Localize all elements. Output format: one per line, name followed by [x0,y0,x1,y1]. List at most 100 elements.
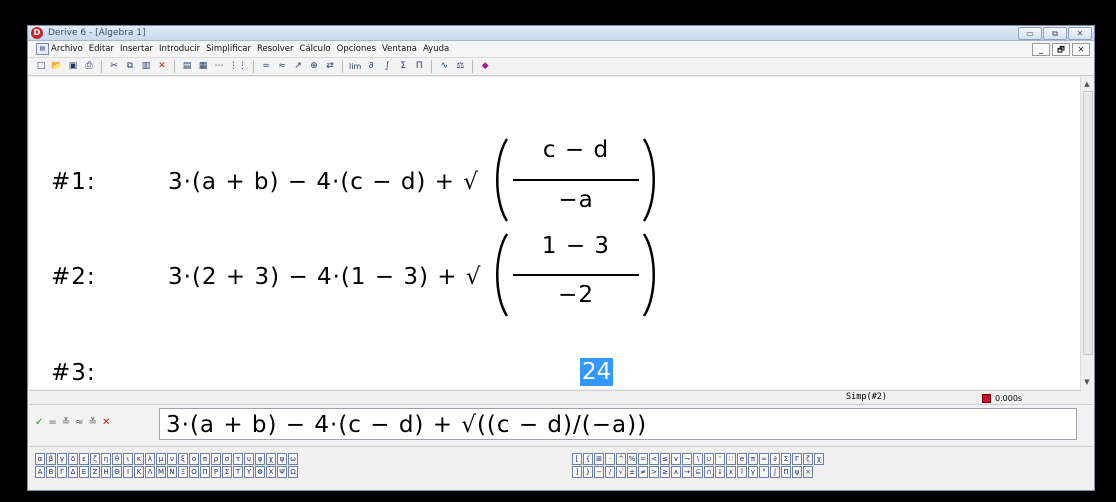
expression-label-3[interactable]: #3: [51,360,96,386]
zoom-icon[interactable]: ⊕ [310,61,318,71]
cancel-entry-button[interactable]: ✕ [101,417,111,428]
menu-opciones[interactable]: Opciones [336,44,377,54]
greek-symbol-button[interactable]: κ [134,453,144,465]
greek-symbol-button[interactable]: η [101,453,111,465]
menu-calculo[interactable]: Cálculo [299,44,331,54]
math-symbol-button[interactable]: = [638,453,648,465]
math-symbol-button[interactable]: ∂ [770,453,780,465]
expression-label-1[interactable]: #1: [51,169,96,195]
greek-symbol-button[interactable]: φ [255,453,265,465]
text-object-icon[interactable]: ▦ [198,61,208,71]
greek-symbol-button[interactable]: υ [244,453,254,465]
close-button[interactable]: ✕ [1068,27,1092,40]
math-symbol-button[interactable]: ζ [803,453,813,465]
greek-symbol-button[interactable]: ψ [277,453,287,465]
menu-resolver[interactable]: Resolver [257,44,294,54]
vertical-scrollbar[interactable]: ▲ ▼ [1080,77,1094,389]
math-symbol-button[interactable]: ' [715,453,725,465]
greek-symbol-button[interactable]: ζ [90,453,100,465]
plot-2d-icon[interactable]: ↗ [294,61,302,71]
greek-symbol-button[interactable]: σ [222,453,232,465]
math-symbol-button[interactable]: ≤ [660,453,670,465]
greek-symbol-button[interactable]: Ε [79,466,89,478]
math-symbol-button[interactable]: ∞ [759,453,769,465]
greek-symbol-button[interactable]: Γ [57,466,67,478]
author-simplify-button[interactable]: ≚ [61,417,71,428]
simplify-button[interactable]: = [48,417,57,428]
greek-symbol-button[interactable]: τ [233,453,243,465]
document-icon[interactable]: ▤ [36,43,49,55]
approximate-icon[interactable]: ≈ [278,61,286,71]
greek-symbol-button[interactable]: Ν [167,466,177,478]
taylor-icon[interactable]: ∿ [440,61,449,71]
vector-icon[interactable]: ⋯ [214,61,224,71]
math-symbol-button[interactable]: · [605,453,615,465]
expression-1-body[interactable]: 3·(a + b) − 4·(c − d) + √ [168,169,479,195]
menu-ventana[interactable]: Ventana [382,44,417,54]
math-symbol-button[interactable]: × [803,466,813,478]
greek-symbol-button[interactable]: Α [35,466,45,478]
greek-symbol-button[interactable]: Ω [288,466,298,478]
math-symbol-button[interactable]: ⊞ [594,453,604,465]
derive-app-icon[interactable]: D [31,27,43,39]
maximize-button[interactable]: ⧉ [1043,27,1067,40]
greek-symbol-button[interactable]: Φ [255,466,265,478]
author-approximate-button[interactable]: ≚ [88,417,97,428]
math-symbol-button[interactable]: ∧ [671,466,681,478]
stop-icon[interactable] [982,394,991,403]
math-symbol-button[interactable]: { [583,453,593,465]
math-symbol-button[interactable]: î [737,466,747,478]
solve-icon[interactable]: ⚖ [456,61,465,71]
plot-3d-icon[interactable]: ◆ [481,61,489,71]
greek-symbol-button[interactable]: ε [79,453,89,465]
greek-symbol-button[interactable]: μ [156,453,166,465]
greek-symbol-button[interactable]: π [200,453,210,465]
math-symbol-button[interactable]: Γ [792,453,802,465]
greek-symbol-button[interactable]: Κ [134,466,144,478]
delete-icon[interactable]: ✕ [158,61,166,71]
integral-icon[interactable]: ∫ [384,61,390,71]
greek-symbol-button[interactable]: ξ [178,453,188,465]
math-symbol-button[interactable]: ⊆ [693,466,703,478]
approximate-button[interactable]: ≈ [75,417,84,428]
math-symbol-button[interactable]: ∫ [770,466,780,478]
greek-symbol-button[interactable]: ι [123,453,133,465]
math-symbol-button[interactable]: e [737,453,747,465]
math-symbol-button[interactable]: \ [693,453,703,465]
math-symbol-button[interactable]: ∨ [671,453,681,465]
greek-symbol-button[interactable]: Ρ [211,466,221,478]
scroll-down-icon[interactable]: ▼ [1084,378,1090,386]
greek-symbol-button[interactable]: α [35,453,45,465]
greek-symbol-button[interactable]: Σ [222,466,232,478]
new-icon[interactable]: □ [36,61,46,71]
greek-symbol-button[interactable]: Ι [123,466,133,478]
greek-symbol-button[interactable]: β [46,453,56,465]
menu-ayuda[interactable]: Ayuda [422,44,450,54]
derivative-icon[interactable]: ∂ [368,61,374,71]
math-symbol-button[interactable]: γ [748,466,758,478]
greek-symbol-button[interactable]: χ [266,453,276,465]
print-icon[interactable]: ⎙ [85,61,93,71]
math-symbol-button[interactable]: [ [572,453,582,465]
cut-icon[interactable]: ✂ [110,61,118,71]
math-symbol-button[interactable]: Π [781,466,791,478]
math-symbol-button[interactable]: ¬ [682,453,692,465]
greek-symbol-button[interactable]: Χ [266,466,276,478]
math-symbol-button[interactable]: → [682,466,692,478]
limit-icon[interactable]: lim [349,62,362,71]
doc-close-button[interactable]: ✕ [1072,43,1090,56]
greek-symbol-button[interactable]: Θ [112,466,122,478]
doc-restore-button[interactable]: 🗗 [1052,43,1070,56]
math-symbol-button[interactable]: ∪ [704,453,714,465]
math-symbol-button[interactable]: ] [572,466,582,478]
matrix-icon[interactable]: ⋮⋮ [229,61,247,71]
text-icon[interactable]: ▤ [182,61,192,71]
greek-symbol-button[interactable]: Ξ [178,466,188,478]
math-symbol-button[interactable]: < [649,453,659,465]
greek-symbol-button[interactable]: Ψ [277,466,287,478]
greek-symbol-button[interactable]: δ [68,453,78,465]
save-icon[interactable]: ▣ [68,61,78,71]
greek-symbol-button[interactable]: Ζ [90,466,100,478]
math-symbol-button[interactable]: % [627,453,637,465]
math-symbol-button[interactable]: ≥ [660,466,670,478]
